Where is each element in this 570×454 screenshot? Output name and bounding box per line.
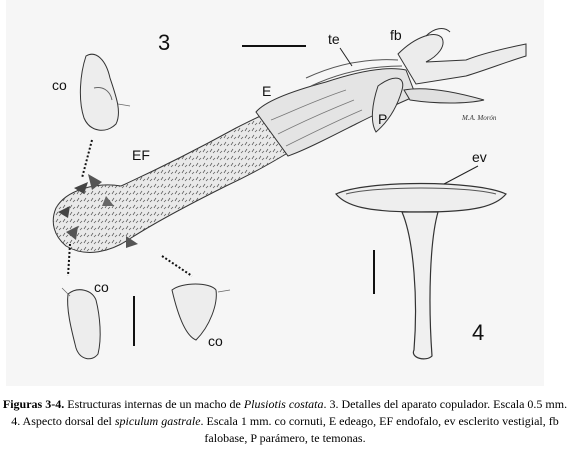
leader-co-top [81,139,93,179]
phallobase [397,28,527,85]
label-co-bottom-mid: co [208,333,223,349]
leader-ev [443,165,479,185]
cornutus-detail-bottom-mid [171,283,231,341]
paramere [371,77,485,133]
anatomy-drawing: 3 te fb E P EF M.A. Morón [52,27,527,360]
cornutus-detail-bottom-left [61,287,101,360]
panel-number-4: 4 [472,320,484,345]
leader-co-bottom-mid [161,255,193,277]
caption-species: Plusiotis costata [243,397,324,411]
caption-part3: . Escala 1 mm. co cornuti, E edeago, EF … [200,414,559,445]
label-P: P [378,111,387,127]
leader-co-bottom-left [67,243,71,277]
caption-spiculum: spiculum gastrale [114,414,201,428]
leader-te [339,47,353,67]
endophallus [52,107,297,253]
label-fb: fb [390,27,402,43]
label-EF: EF [132,147,150,163]
label-co-top: co [52,77,67,93]
panel-number-3: 3 [158,30,170,55]
label-te: te [328,31,340,47]
label-E: E [262,83,271,99]
label-co-bottom-left: co [94,279,109,295]
figure-plate: 3 te fb E P EF M.A. Morón [6,0,544,386]
cornutus-detail-top [79,53,131,131]
artist-signature: M.A. Morón [461,114,497,122]
caption-part1: Estructuras internas de un macho de [64,397,244,411]
label-ev: ev [472,149,487,165]
spiculum-gastrale [335,182,507,360]
aedeagus [255,59,417,157]
caption-title: Figuras 3-4. [2,397,65,411]
caption-part2: . 3. Detalles del aparato copulador. Esc… [11,397,568,428]
figure-caption: Figuras 3-4. Estructuras internas de un … [0,396,570,447]
